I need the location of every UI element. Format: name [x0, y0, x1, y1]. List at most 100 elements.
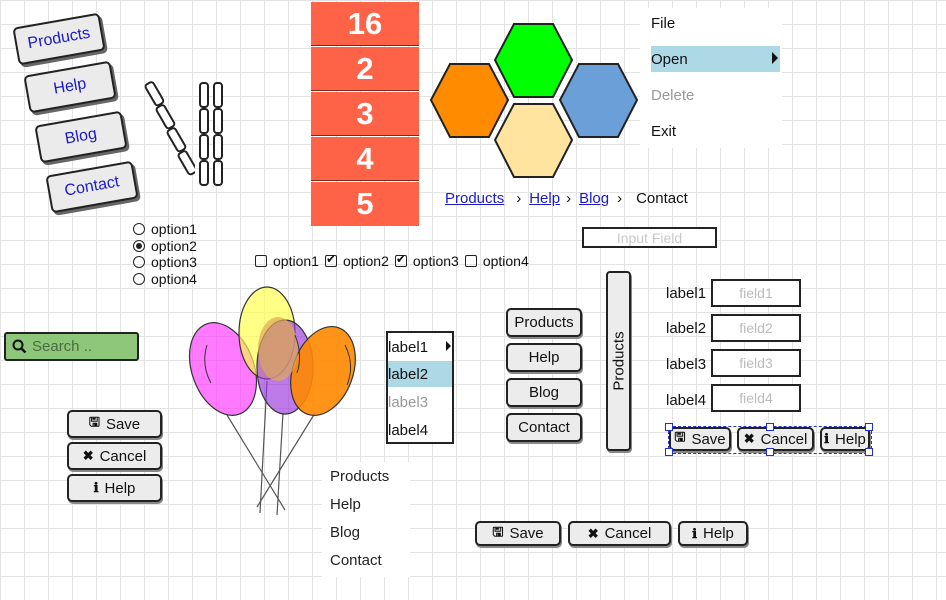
balloons-image — [188, 286, 356, 516]
listbox-item-label: label1 — [388, 338, 429, 356]
checkbox-option3[interactable]: option3 — [394, 253, 459, 269]
form-field-3[interactable]: field3 — [711, 349, 801, 377]
save-button-label: Save — [691, 430, 726, 448]
tilted-button-contact[interactable]: Contact — [45, 160, 139, 214]
radio-label: option2 — [151, 238, 197, 254]
search-icon — [12, 339, 27, 354]
breadcrumb-link-products[interactable]: Products — [445, 190, 505, 207]
number-cell-3[interactable]: 3 — [311, 92, 419, 136]
checkbox-option1[interactable]: option1 — [255, 253, 319, 269]
list-item-blog[interactable]: Blog — [330, 524, 361, 541]
segmented-diagonal-widget[interactable] — [143, 80, 195, 184]
cancel-button[interactable]: ✖Cancel — [67, 442, 162, 470]
menu-item-exit-label: Exit — [651, 122, 677, 140]
floppy-disk-icon: 🖫 — [88, 414, 100, 429]
form-field-2[interactable]: field2 — [711, 314, 801, 342]
breadcrumb-link-blog[interactable]: Blog — [579, 190, 610, 207]
number-cell-4[interactable]: 4 — [311, 137, 419, 181]
selection-handle[interactable] — [865, 423, 873, 431]
list-item-help[interactable]: Help — [330, 496, 361, 513]
save-button-label: Save — [105, 415, 141, 433]
selection-handle[interactable] — [865, 448, 873, 456]
form-field-placeholder: field4 — [739, 390, 773, 406]
save-button-selected-row[interactable]: 🖫Save — [669, 427, 731, 451]
hexagon-cluster — [429, 23, 639, 178]
form-label-2: label2 — [666, 320, 707, 337]
chevron-right-icon: › — [516, 190, 522, 207]
selection-handle[interactable] — [766, 448, 774, 456]
selection-handle[interactable] — [665, 448, 673, 456]
stack-button-products[interactable]: Products — [506, 308, 582, 337]
search-input[interactable]: Search .. — [4, 332, 139, 361]
listbox-item-label1[interactable]: label1 — [388, 333, 452, 361]
floppy-disk-icon: 🖫 — [492, 523, 504, 539]
radio-label: option3 — [151, 254, 197, 270]
menu-item-delete: Delete — [651, 82, 780, 108]
save-button[interactable]: 🖫 Save — [67, 410, 162, 438]
save-button-bottom[interactable]: 🖫Save — [475, 521, 561, 546]
listbox-item-label: label3 — [388, 393, 429, 411]
radio-option1[interactable]: option1 — [133, 221, 197, 237]
radio-label: option4 — [151, 271, 197, 287]
stack-button-contact[interactable]: Contact — [506, 413, 582, 442]
submenu-arrow-icon — [772, 52, 778, 64]
menu-item-exit[interactable]: Exit — [651, 118, 780, 144]
input-field-placeholder: Input Field — [616, 229, 683, 246]
tilted-button-help[interactable]: Help — [23, 60, 117, 114]
segmented-vertical-widget[interactable] — [198, 82, 226, 190]
stack-button-help[interactable]: Help — [506, 343, 582, 372]
input-field[interactable]: Input Field — [582, 227, 717, 248]
radio-option3[interactable]: option3 — [133, 254, 197, 270]
list-item-contact[interactable]: Contact — [330, 552, 382, 569]
checkbox-option2[interactable]: option2 — [324, 253, 389, 269]
listbox-item-label: label4 — [388, 421, 429, 439]
hexagon-green[interactable] — [493, 23, 574, 98]
stack-button-blog[interactable]: Blog — [506, 378, 582, 407]
checkbox-option4[interactable]: option4 — [464, 253, 529, 269]
list-item-products[interactable]: Products — [330, 468, 390, 485]
menu-item-open[interactable]: Open — [651, 46, 780, 72]
checkbox-label: option4 — [482, 253, 529, 269]
listbox: label1 label2 label3 label4 — [386, 331, 454, 444]
hexagon-yellow[interactable] — [493, 103, 574, 178]
form-field-4[interactable]: field4 — [711, 384, 801, 412]
hexagon-blue[interactable] — [558, 63, 639, 138]
checkbox-label: option2 — [342, 253, 389, 269]
vertical-button-label: Products — [610, 331, 627, 391]
search-placeholder: Search .. — [32, 338, 93, 355]
help-button-label: Help — [703, 525, 734, 542]
cancel-button-bottom[interactable]: ✖Cancel — [568, 521, 671, 546]
tilted-button-blog[interactable]: Blog — [34, 110, 128, 164]
radio-option2[interactable]: option2 — [133, 238, 197, 254]
breadcrumb: Products › Help › Blog › Contact — [445, 190, 688, 207]
hexagon-orange[interactable] — [429, 63, 510, 138]
checkbox-checked-icon — [324, 254, 337, 267]
radio-option4[interactable]: option4 — [133, 271, 197, 287]
form-label-3: label3 — [666, 356, 707, 373]
listbox-item-label4[interactable]: label4 — [388, 417, 452, 443]
tilted-button-products[interactable]: Products — [12, 12, 106, 66]
vertical-button-products[interactable]: Products — [606, 271, 631, 451]
listbox-item-label2[interactable]: label2 — [388, 361, 452, 387]
cancel-button-selected-row[interactable]: ✖Cancel — [737, 427, 814, 451]
form-label-4: label4 — [666, 392, 707, 409]
selection-handle[interactable] — [766, 423, 774, 431]
number-cell-5[interactable]: 5 — [311, 182, 419, 226]
menu-item-file-label: File — [651, 14, 676, 32]
radio-label: option1 — [151, 221, 197, 237]
menu-item-file[interactable]: File — [651, 10, 780, 36]
info-icon: ℹ — [824, 431, 830, 446]
listbox-item-label3: label3 — [388, 387, 452, 417]
number-cell-1[interactable]: 16 — [311, 2, 419, 46]
number-cell-2[interactable]: 2 — [311, 47, 419, 91]
selection-handle[interactable] — [665, 423, 673, 431]
close-icon: ✖ — [743, 431, 755, 446]
radio-selected-icon — [133, 240, 145, 252]
form-field-1[interactable]: field1 — [711, 279, 801, 307]
checkbox-icon — [255, 255, 267, 267]
breadcrumb-link-help[interactable]: Help — [529, 190, 561, 207]
form-field-placeholder: field3 — [739, 355, 773, 371]
